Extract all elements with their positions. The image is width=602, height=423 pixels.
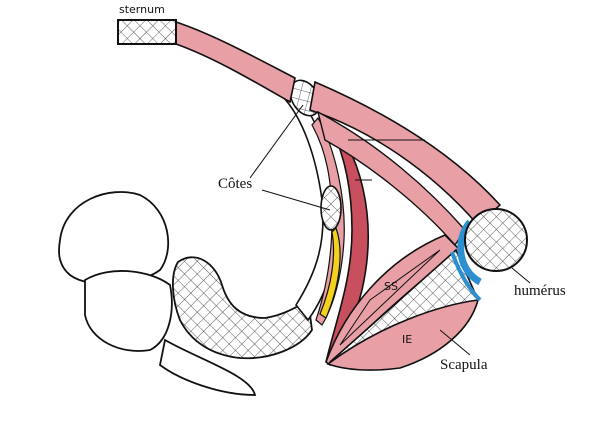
infraspinatus-ie bbox=[326, 299, 480, 371]
leader-humerus bbox=[511, 267, 531, 284]
supraspinatus-area bbox=[339, 249, 441, 346]
label-ie: IE bbox=[402, 333, 413, 346]
glenoid-blue-2 bbox=[450, 251, 482, 302]
label-cotes: Côtes bbox=[218, 176, 253, 192]
humerus-head bbox=[464, 208, 528, 272]
clavicle-band bbox=[175, 20, 296, 104]
vertebra-process bbox=[84, 270, 173, 352]
leader-scapula bbox=[439, 329, 471, 356]
glenoid-blue bbox=[457, 219, 482, 286]
leader-cotes-1 bbox=[249, 104, 304, 179]
sternum-bone bbox=[117, 19, 177, 45]
label-sternum: sternum bbox=[119, 3, 165, 16]
label-humerus: humérus bbox=[514, 283, 566, 299]
label-scapula: Scapula bbox=[440, 357, 488, 373]
vertebra-lamina bbox=[159, 338, 257, 396]
rib-posterior bbox=[172, 256, 313, 360]
vertebra-body bbox=[58, 191, 169, 285]
leader-cotes-2 bbox=[261, 189, 331, 211]
label-ss: SS bbox=[384, 280, 398, 293]
costal-cartilage-2 bbox=[320, 185, 342, 231]
yellow-structure bbox=[319, 226, 341, 319]
